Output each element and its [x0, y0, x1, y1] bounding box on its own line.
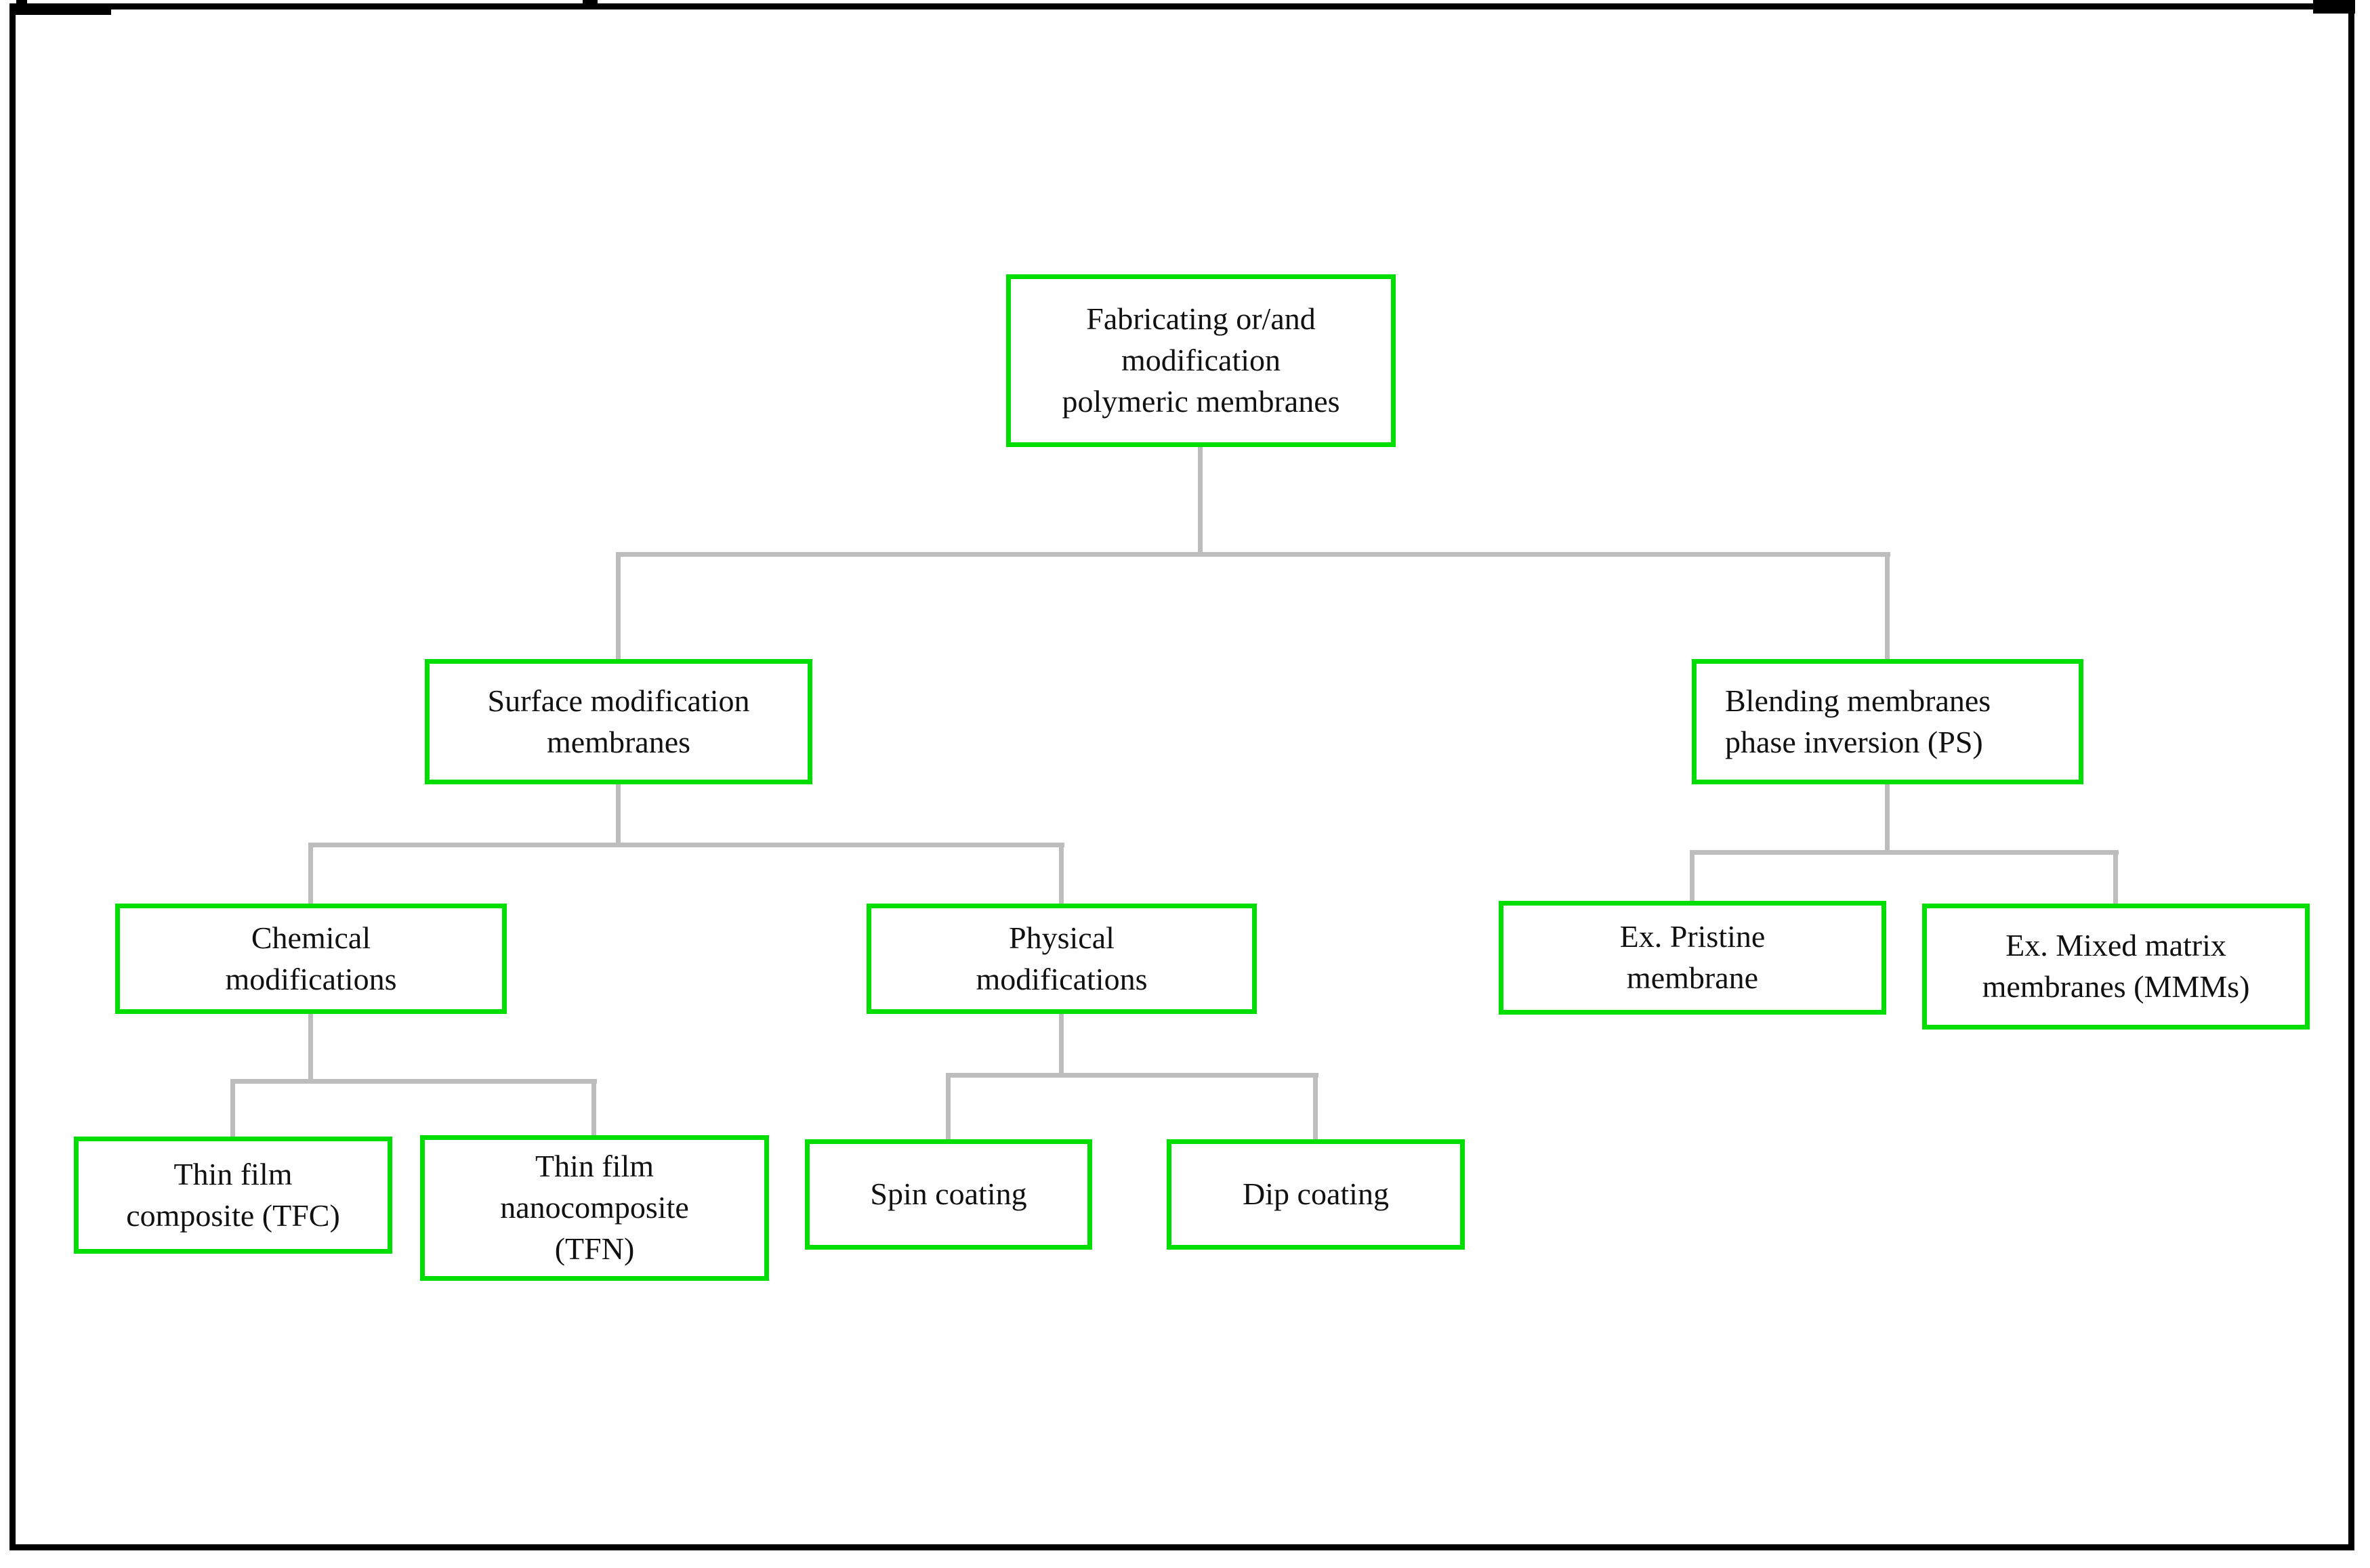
connector-drop-chemical: [308, 843, 313, 904]
connector-drop-physical: [1059, 843, 1064, 904]
node-label: Spin coating: [870, 1177, 1027, 1212]
node-thin-film-composite: Thin film composite (TFC): [74, 1137, 392, 1254]
node-surface-modification: Surface modification membranes: [425, 659, 812, 784]
node-label: Ex. Mixed matrix membranes (MMMs): [1982, 928, 2250, 1004]
connector-blending-stem: [1885, 784, 1890, 855]
node-chemical-modifications: Chemical modifications: [115, 904, 507, 1014]
connector-chemical-crossbar: [230, 1079, 597, 1084]
connector-drop-surface: [616, 552, 621, 659]
connector-root-stem: [1198, 447, 1203, 554]
node-label: Fabricating or/and modification polymeri…: [1062, 301, 1340, 419]
connector-drop-dip: [1313, 1073, 1318, 1139]
node-thin-film-nanocomposite: Thin film nanocomposite (TFN): [420, 1135, 769, 1281]
node-label: Thin film nanocomposite (TFN): [500, 1149, 689, 1266]
connector-drop-spin: [946, 1073, 951, 1139]
connector-physical-crossbar: [946, 1073, 1318, 1078]
connector-blending-crossbar: [1690, 850, 2119, 855]
figure-border-frame: [9, 3, 2354, 1550]
connector-drop-pristine: [1690, 850, 1695, 901]
connector-surface-stem: [616, 784, 621, 847]
node-pristine-membrane: Ex. Pristine membrane: [1499, 901, 1886, 1015]
crop-artifact: [16, 0, 27, 4]
connector-drop-tfn: [591, 1079, 596, 1135]
node-physical-modifications: Physical modifications: [867, 904, 1257, 1014]
node-blending-membranes: Blending membranes phase inversion (PS): [1692, 659, 2083, 784]
connector-drop-tfc: [230, 1079, 235, 1137]
node-label: Physical modifications: [976, 920, 1148, 996]
connector-drop-mixed: [2113, 850, 2118, 904]
crop-artifact: [9, 3, 111, 15]
node-mixed-matrix-membranes: Ex. Mixed matrix membranes (MMMs): [1922, 904, 2310, 1030]
node-spin-coating: Spin coating: [805, 1139, 1092, 1250]
node-label: Chemical modifications: [225, 920, 397, 996]
crop-artifact: [2313, 0, 2355, 14]
node-fabricating-or-modification: Fabricating or/and modification polymeri…: [1006, 274, 1396, 447]
node-label: Ex. Pristine membrane: [1619, 919, 1766, 995]
connector-root-crossbar: [616, 552, 1890, 557]
connector-physical-stem: [1059, 1014, 1064, 1078]
connector-chemical-stem: [308, 1014, 313, 1084]
node-label: Blending membranes phase inversion (PS): [1725, 683, 1991, 759]
node-label: Surface modification membranes: [487, 683, 750, 759]
node-label: Dip coating: [1243, 1177, 1389, 1212]
node-dip-coating: Dip coating: [1167, 1139, 1465, 1250]
node-label: Thin film composite (TFC): [126, 1156, 340, 1233]
crop-artifact: [583, 0, 598, 5]
connector-drop-blending: [1885, 552, 1890, 659]
connector-surface-crossbar: [308, 843, 1064, 847]
